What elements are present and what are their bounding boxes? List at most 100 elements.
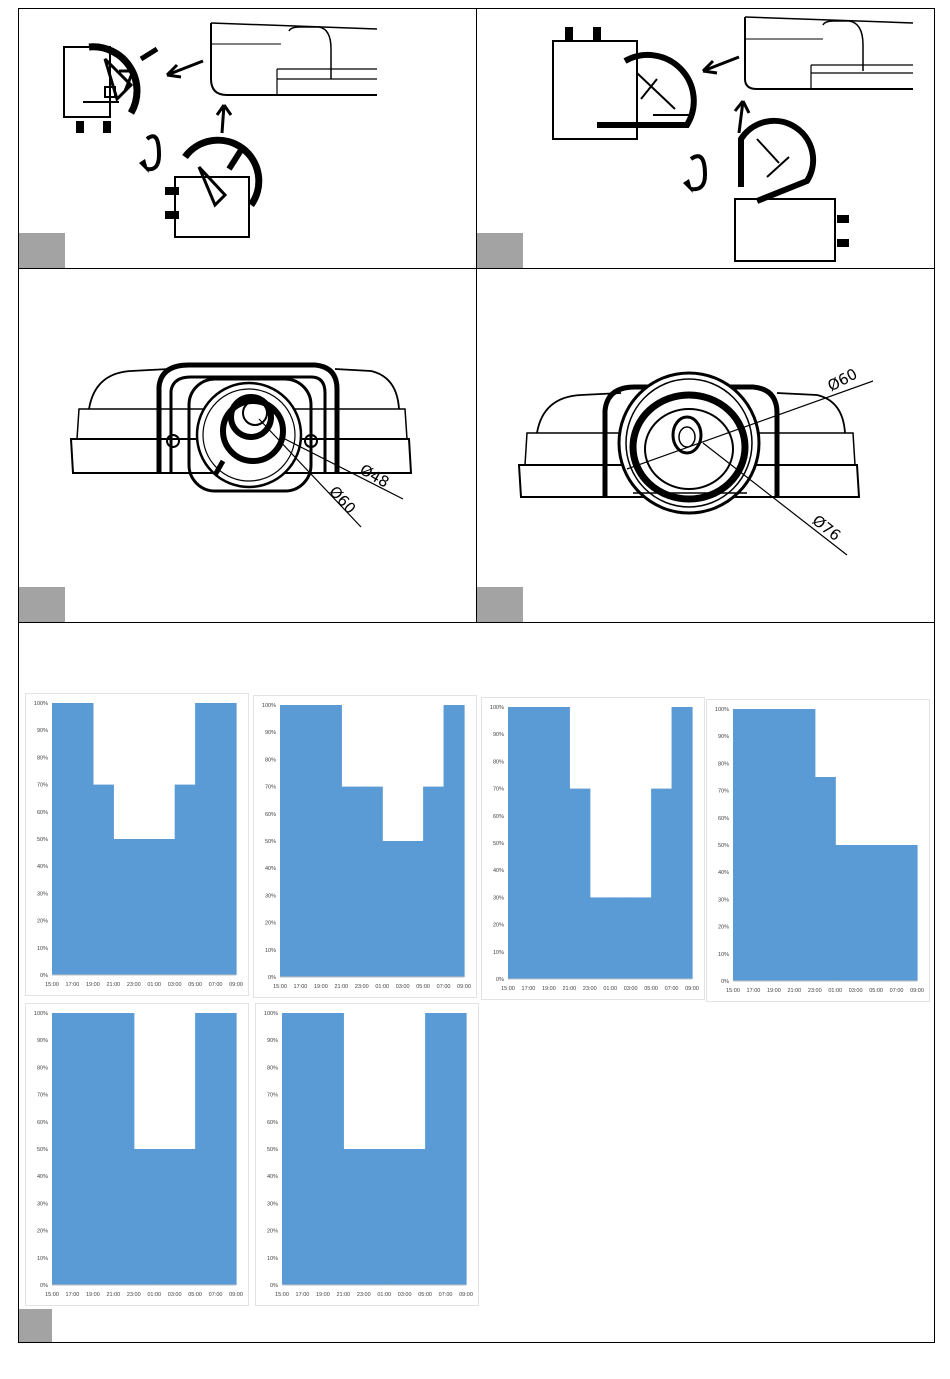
step-bar <box>215 1013 237 1285</box>
y-tick-label: 70% <box>37 1093 48 1099</box>
x-tick-label: 23:00 <box>127 982 141 988</box>
x-tick-label: 05:00 <box>418 1292 432 1298</box>
x-tick-label: 15:00 <box>501 986 515 992</box>
x-tick-label: 17:00 <box>294 984 308 990</box>
step-bar <box>302 1013 324 1285</box>
y-tick-label: 30% <box>493 895 504 901</box>
y-tick-label: 100% <box>34 701 48 707</box>
x-tick-label: 17:00 <box>522 986 536 992</box>
y-tick-label: 60% <box>493 814 504 820</box>
x-tick-label: 23:00 <box>808 988 822 994</box>
x-tick-label: 19:00 <box>314 984 328 990</box>
y-tick-label: 0% <box>270 1283 278 1289</box>
y-tick-label: 90% <box>37 1038 48 1044</box>
y-tick-label: 90% <box>493 732 504 738</box>
duct-cover-drawing <box>69 362 413 528</box>
figure-label-tag <box>19 587 65 622</box>
x-tick-label: 15:00 <box>275 1292 289 1298</box>
y-tick-label: 10% <box>37 1256 48 1262</box>
x-tick-label: 01:00 <box>828 988 842 994</box>
step-bar <box>402 841 424 977</box>
y-tick-label: 40% <box>267 1174 278 1180</box>
panel-assembly-right <box>476 8 935 269</box>
x-tick-label: 21:00 <box>106 1292 120 1298</box>
x-tick-label: 01:00 <box>147 982 161 988</box>
step-bar <box>425 1013 447 1285</box>
y-tick-label: 60% <box>265 812 276 818</box>
step-bar <box>508 707 530 979</box>
x-tick-label: 07:00 <box>439 1292 453 1298</box>
step-bar <box>72 703 94 975</box>
step-bar <box>174 1149 196 1285</box>
duct-elbow-drawing <box>63 22 378 238</box>
step-bar <box>733 709 755 981</box>
step-bar <box>876 845 898 981</box>
y-tick-label: 20% <box>267 1229 278 1235</box>
step-bar <box>174 784 196 975</box>
y-tick-label: 100% <box>715 707 729 713</box>
step-bar <box>610 897 632 979</box>
y-tick-label: 100% <box>34 1011 48 1017</box>
x-tick-label: 05:00 <box>644 986 658 992</box>
step-bar <box>814 777 836 981</box>
x-tick-label: 19:00 <box>542 986 556 992</box>
x-tick-label: 09:00 <box>457 984 471 990</box>
y-tick-label: 90% <box>37 728 48 734</box>
y-tick-label: 0% <box>721 979 729 985</box>
x-tick-label: 05:00 <box>416 984 430 990</box>
x-tick-label: 21:00 <box>334 984 348 990</box>
step-bar <box>363 1149 385 1285</box>
y-tick-label: 90% <box>267 1038 278 1044</box>
x-tick-label: 09:00 <box>910 988 924 994</box>
step-bar <box>569 788 591 979</box>
x-tick-label: 19:00 <box>316 1292 330 1298</box>
step-bar <box>445 1013 467 1285</box>
x-tick-label: 15:00 <box>45 982 59 988</box>
step-bar <box>404 1149 426 1285</box>
y-tick-label: 80% <box>493 759 504 765</box>
duct-cover-drawing <box>517 371 874 556</box>
x-tick-label: 07:00 <box>665 986 679 992</box>
y-tick-label: 100% <box>262 703 276 709</box>
step-bar <box>753 709 775 981</box>
y-tick-label: 30% <box>267 1201 278 1207</box>
figure-label-tag <box>477 587 523 622</box>
step-bar <box>341 786 363 977</box>
y-tick-label: 40% <box>265 866 276 872</box>
step-bar <box>113 1013 135 1285</box>
step-bar <box>300 705 322 977</box>
y-tick-label: 80% <box>37 1065 48 1071</box>
x-tick-label: 21:00 <box>562 986 576 992</box>
x-tick-label: 03:00 <box>396 984 410 990</box>
y-tick-label: 10% <box>493 950 504 956</box>
x-tick-label: 19:00 <box>767 988 781 994</box>
x-tick-label: 07:00 <box>209 982 223 988</box>
y-tick-label: 60% <box>267 1120 278 1126</box>
y-tick-label: 20% <box>37 1229 48 1235</box>
panel-front-view-left: Ø48 Ø60 <box>18 268 477 623</box>
arrow-icon <box>165 59 204 79</box>
y-tick-label: 80% <box>37 755 48 761</box>
step-bar <box>92 784 114 975</box>
y-tick-label: 60% <box>37 810 48 816</box>
step-bar <box>92 1013 114 1285</box>
rotate-icon <box>145 134 162 172</box>
x-tick-label: 17:00 <box>66 1292 80 1298</box>
y-tick-label: 50% <box>267 1147 278 1153</box>
x-tick-label: 07:00 <box>209 1292 223 1298</box>
x-tick-label: 21:00 <box>336 1292 350 1298</box>
step-bar <box>589 897 611 979</box>
step-bar <box>133 839 155 975</box>
y-tick-label: 70% <box>718 789 729 795</box>
step-bar <box>855 845 877 981</box>
y-tick-label: 90% <box>718 734 729 740</box>
duct-elbow-drawing <box>552 16 914 262</box>
x-tick-label: 17:00 <box>747 988 761 994</box>
step-bar <box>528 707 550 979</box>
